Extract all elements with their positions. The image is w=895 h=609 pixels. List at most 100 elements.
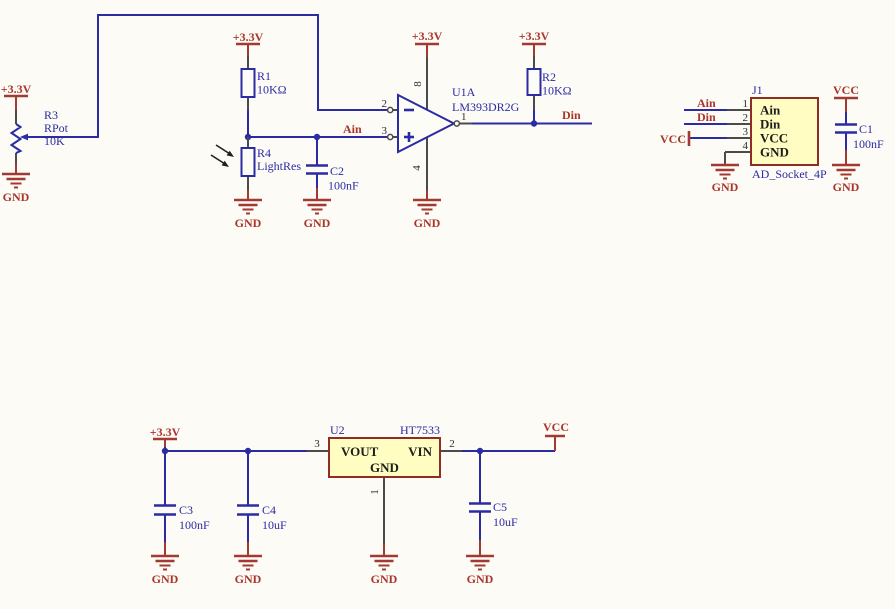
pin-number: 2: [449, 438, 455, 450]
value: 100nF: [179, 518, 210, 532]
wire-wiper-to-inverting-input: [22, 14, 388, 138]
photoresistor-r4: R4 LightRes: [210, 144, 301, 177]
junction-dot: [313, 133, 321, 141]
junction-dot: [476, 447, 484, 455]
gnd-symbol-c1: GND: [832, 163, 860, 194]
junction-dot: [244, 447, 252, 455]
designator: R4: [257, 146, 271, 160]
light-arrow-icon: [215, 144, 229, 154]
regulator-u2: U2 HT7533 VOUT VIN GND 3 2 1: [314, 423, 455, 495]
designator: R3: [44, 108, 58, 122]
power-flag-3v3-u1: +3.3V: [412, 29, 443, 57]
gnd-symbol-c4: GND: [234, 554, 262, 586]
gnd-label: GND: [712, 180, 739, 194]
pin-name: VOUT: [341, 444, 379, 459]
pin-number: 3: [743, 126, 749, 138]
pin-number: 2: [743, 112, 749, 124]
gnd-symbol-c3: GND: [151, 554, 179, 586]
value: RPot: [44, 121, 69, 135]
value: LightRes: [257, 159, 301, 173]
power-flag-3v3-bottom: +3.3V: [150, 425, 181, 447]
resistor-r4-body: [240, 147, 256, 177]
resistor-r1: R1 10KΩ: [240, 68, 287, 98]
capacitor-c3: C3 100nF: [154, 503, 210, 532]
gnd-symbol-u1: GND: [413, 198, 441, 230]
net-label-din: Din: [562, 108, 581, 122]
gnd-symbol-r4: GND: [234, 198, 262, 230]
power-label: +3.3V: [412, 29, 443, 43]
value: 10KΩ: [257, 83, 287, 97]
power-flag-3v3-r2: +3.3V: [519, 29, 550, 56]
designator: R2: [542, 70, 556, 84]
resistor-r1-body: [240, 68, 256, 98]
power-flag-3v3-r1: +3.3V: [233, 30, 264, 56]
value: 10uF: [493, 515, 518, 529]
value: 100nF: [853, 137, 884, 151]
wiper-arrow-icon: [20, 133, 28, 141]
pin-name: Ain: [760, 103, 781, 118]
pin-number: 2: [382, 98, 388, 110]
pin-number: 8: [412, 81, 424, 87]
power-label: VCC: [660, 132, 686, 146]
pin-number: 4: [411, 165, 423, 171]
gnd-label: GND: [235, 572, 262, 586]
gnd-label: GND: [235, 216, 262, 230]
rating: 10K: [44, 134, 65, 148]
designator: C2: [330, 164, 344, 178]
connector-j1-body: [750, 97, 819, 166]
net-label-din-j1: Din: [697, 110, 716, 124]
gnd-label: GND: [371, 572, 398, 586]
pin-name: Din: [760, 117, 781, 132]
value: 100nF: [328, 179, 359, 193]
capacitor-c1: C1 100nF: [835, 122, 884, 151]
designator: C1: [859, 122, 873, 136]
light-arrow-icon: [210, 154, 224, 164]
capacitor-c2: C2 100nF: [306, 164, 359, 193]
power-label: VCC: [543, 420, 569, 434]
gnd-symbol-c5: GND: [466, 554, 494, 586]
pin-name: GND: [760, 145, 789, 160]
designator: U1A: [452, 85, 476, 99]
gnd-label: GND: [304, 216, 331, 230]
power-label: +3.3V: [519, 29, 550, 43]
connector-j1: J1 Ain Din VCC GND 1 2 3 4 AD_Socket_4P: [743, 83, 827, 181]
pin-number: 3: [314, 438, 320, 450]
power-flag-3v3-r3: +3.3V: [1, 82, 32, 110]
gnd-label: GND: [3, 190, 30, 204]
power-label: +3.3V: [1, 82, 32, 96]
gnd-label: GND: [414, 216, 441, 230]
gnd-label: GND: [467, 572, 494, 586]
designator: C5: [493, 500, 507, 514]
junction-dot: [161, 447, 169, 455]
designator: R1: [257, 69, 271, 83]
net-label-ain: Ain: [343, 122, 362, 136]
pin-terminal-icon: [386, 133, 394, 141]
pin-number: 1: [461, 111, 467, 123]
value: 10uF: [262, 518, 287, 532]
pin-name: VCC: [760, 131, 788, 146]
light-arrow-head-icon: [226, 150, 234, 157]
gnd-label: GND: [152, 572, 179, 586]
designator: U2: [330, 423, 345, 437]
regulator-u2-body: [328, 437, 441, 478]
capacitor-c4: C4 10uF: [237, 503, 287, 532]
potentiometer-r3: R3 RPot 10K: [9, 108, 69, 154]
part-number: HT7533: [400, 423, 440, 437]
pin-number: 1: [743, 98, 749, 110]
resistor-r3-body: [9, 123, 23, 154]
light-arrow-head-icon: [221, 160, 229, 167]
gnd-symbol-r3: GND: [2, 172, 30, 204]
pin-number: 3: [382, 125, 388, 137]
resistor-r2-body: [526, 68, 542, 96]
power-port-vcc-bottom: VCC: [543, 420, 569, 451]
pin-number: 4: [743, 140, 749, 152]
opamp-u1a: 2 3 1 8 4 U1A LM393DR2G: [382, 81, 520, 171]
part-number: LM393DR2G: [452, 100, 520, 114]
pin-number: 1: [369, 489, 381, 495]
wires: [22, 14, 847, 542]
value: 10KΩ: [542, 84, 572, 98]
pin-name: VIN: [408, 444, 432, 459]
power-port-vcc-j1: VCC: [660, 131, 691, 146]
pin-terminal-icon: [386, 106, 394, 114]
